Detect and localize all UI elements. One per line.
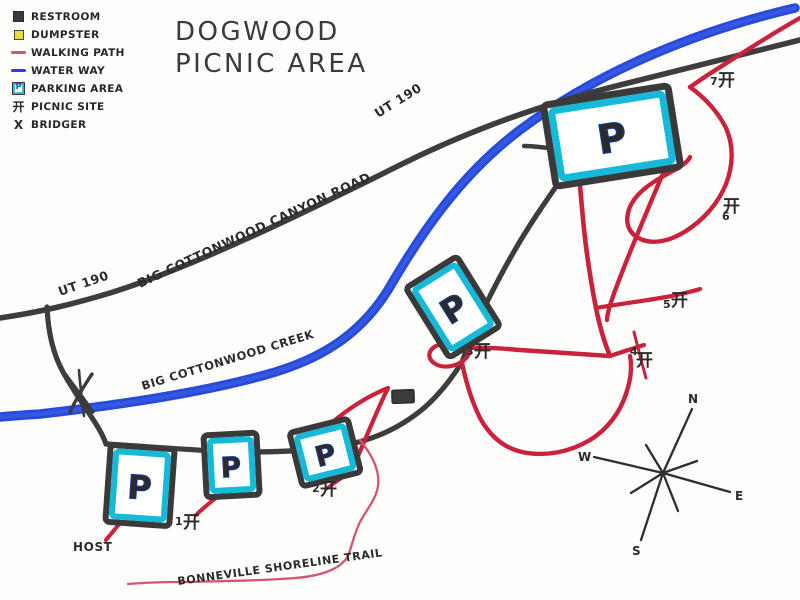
picnic-site-table-icon: 开 — [10, 100, 27, 114]
compass-arm-west — [592, 455, 665, 475]
bonneville-shoreline-trail — [126, 438, 380, 586]
legend-item-walking-path: WALKING PATH — [10, 44, 160, 61]
legend-label-parking-area: PARKING AREA — [30, 82, 124, 95]
compass-arm-south — [639, 471, 665, 542]
legend: RESTROOM DUMPSTER WALKING PATH WATER WAY — [10, 8, 160, 134]
compass-arm-east — [661, 471, 732, 494]
picnic-site-7-glyph: 开 — [718, 71, 736, 91]
legend-label-restroom: RESTROOM — [30, 10, 101, 23]
picnic-site-3-glyph: 开 — [474, 342, 492, 362]
picnic-site-2: 2 开 — [312, 480, 338, 500]
picnic-site-4-glyph: 开 — [636, 351, 654, 371]
picnic-site-3-number: 3 — [466, 345, 474, 358]
picnic-site-6: 6 开 — [722, 197, 741, 223]
parking-lot-main[interactable]: P — [540, 82, 684, 190]
compass-label-south: S — [632, 544, 641, 558]
picnic-site-3: 3 开 — [466, 342, 492, 362]
legend-label-walking-path: WALKING PATH — [30, 46, 125, 59]
picnic-site-1-number: 1 — [175, 515, 183, 528]
restroom-square-icon — [10, 10, 27, 24]
picnic-site-glyph: 开 — [12, 100, 25, 114]
compass-label-east: E — [735, 489, 744, 503]
compass-arm-sw — [629, 471, 665, 495]
compass-arm-north — [661, 407, 694, 475]
parking-lot-east[interactable]: P — [287, 416, 364, 489]
parking-lot-center-label: P — [220, 450, 243, 484]
picnic-site-6-number: 6 — [722, 210, 730, 223]
picnic-site-7: 7 开 — [710, 71, 736, 91]
map-title: DOGWOOD PICNIC AREA — [175, 17, 368, 79]
picnic-site-5: 5 开 — [663, 291, 689, 311]
picnic-site-6-glyph: 开 — [723, 197, 741, 217]
parking-lot-middle[interactable]: P — [404, 254, 502, 360]
dumpster-square-icon — [10, 28, 27, 42]
picnic-site-5-glyph: 开 — [671, 291, 689, 311]
compass-label-west: W — [578, 450, 592, 464]
legend-label-water-way: WATER WAY — [30, 64, 106, 77]
picnic-site-5-number: 5 — [663, 298, 671, 311]
legend-item-dumpster: DUMPSTER — [10, 26, 160, 43]
legend-label-bridge: BRIDGER — [30, 118, 87, 131]
legend-item-picnic-site: 开 PICNIC SITE — [10, 98, 160, 115]
parking-lot-west[interactable]: P — [102, 442, 178, 529]
picnic-site-1: 1 开 — [175, 513, 201, 533]
parking-area-square-icon — [10, 81, 27, 96]
picnic-site-labels: 1 开 2 开 3 开 4 开 5 开 6 开 — [175, 71, 741, 533]
legend-label-picnic-site: PICNIC SITE — [30, 100, 105, 113]
bridge-glyph: X — [13, 117, 24, 132]
map-title-line1: DOGWOOD — [175, 17, 340, 47]
legend-label-dumpster: DUMPSTER — [30, 28, 100, 41]
picnic-site-7-number: 7 — [710, 75, 718, 88]
parking-lot-west-label: P — [126, 467, 153, 508]
compass-arm-nw — [644, 443, 665, 475]
road-label-name: BIG COTTONWOOD CANYON ROAD — [135, 169, 373, 291]
compass-arm-ne — [661, 459, 699, 475]
parking-lot-center[interactable]: P — [200, 429, 263, 501]
picnic-site-4-number: 4 — [630, 345, 638, 358]
picnic-site-2-number: 2 — [312, 482, 320, 495]
legend-item-bridge: X BRIDGER — [10, 116, 160, 133]
road-label-east: UT 190 — [372, 80, 425, 121]
walking-path-line-icon — [10, 46, 27, 60]
legend-item-restroom: RESTROOM — [10, 8, 160, 25]
legend-item-parking-area: PARKING AREA — [10, 80, 160, 97]
map-title-line2: PICNIC AREA — [175, 49, 368, 79]
bridge-x-icon — [64, 368, 95, 418]
picnic-site-2-glyph: 开 — [320, 480, 338, 500]
trail-label: BONNEVILLE SHORELINE TRAIL — [177, 546, 384, 588]
water-way-creek — [0, 3, 800, 422]
water-way-line-icon — [10, 64, 27, 78]
compass-label-north: N — [688, 392, 699, 406]
legend-item-water-way: WATER WAY — [10, 62, 160, 79]
restroom-marker — [391, 388, 415, 405]
compass-arm-se — [661, 471, 680, 513]
bridge-x-glyph-icon: X — [10, 118, 27, 132]
compass-rose: N E S W — [578, 392, 744, 558]
picnic-site-4: 4 开 — [630, 345, 654, 371]
host-label: HOST — [73, 540, 113, 554]
picnic-site-1-glyph: 开 — [183, 513, 201, 533]
